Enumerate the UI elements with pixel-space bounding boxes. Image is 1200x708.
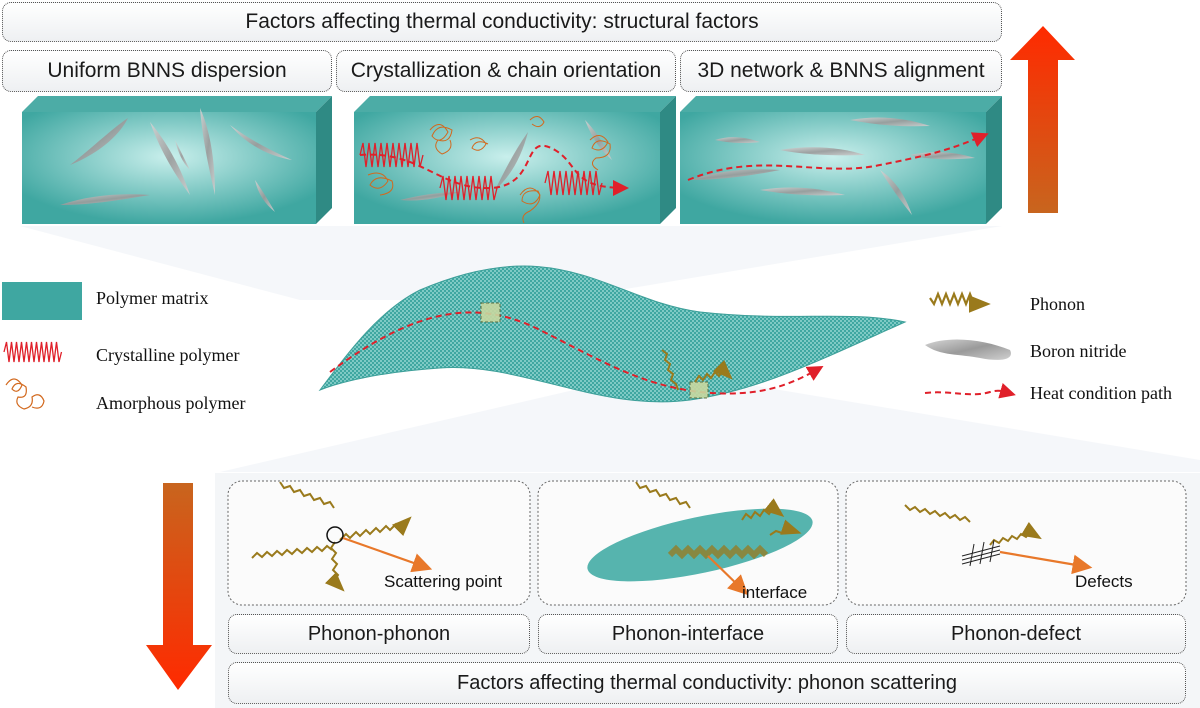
- panel-label-phonon-interface: Phonon-interface: [538, 614, 838, 654]
- amorphous-tangles: [367, 116, 611, 224]
- legend-heat-path: Heat condition path: [1030, 383, 1172, 403]
- legend-amorphous-symbol: [5, 378, 45, 410]
- increase-arrow: [1010, 26, 1075, 213]
- panel-label-phonon-defect: Phonon-defect: [846, 614, 1186, 654]
- legend-heat-path-symbol: [924, 383, 1016, 399]
- structural-factors-title-text: Factors affecting thermal conductivity: …: [245, 10, 759, 33]
- defect-hatch: [961, 539, 1001, 567]
- heat-path-network: [687, 132, 989, 181]
- panel-header-dispersion-text: Uniform BNNS dispersion: [47, 59, 287, 82]
- legend-crystalline-symbol: [3, 341, 63, 363]
- zoom-guide-top: [20, 226, 1002, 300]
- legend-boron-nitride: Boron nitride: [1030, 341, 1127, 361]
- legend-crystalline-polymer: Crystalline polymer: [96, 345, 240, 365]
- panel-label-phonon-phonon: Phonon-phonon: [228, 614, 530, 654]
- zoom-marker-upper: [480, 302, 501, 323]
- defect-arrow: [999, 550, 1093, 575]
- panel-header-network-text: 3D network & BNNS alignment: [697, 59, 985, 82]
- crystalline-chain-3: [544, 170, 603, 196]
- box-network: [680, 96, 1002, 224]
- phonon-scattering-title-text: Factors affecting thermal conductivity: …: [457, 671, 957, 694]
- panel-label-phonon-interface-text: Phonon-interface: [611, 622, 765, 645]
- legend-amorphous-polymer: Amorphous polymer: [96, 393, 246, 413]
- legend-phonon-symbol: [929, 291, 991, 313]
- zoom-guide-bottom: [220, 370, 1200, 472]
- panel-header-crystallization-text: Crystallization & chain orientation: [350, 59, 662, 82]
- legend-boron-nitride-symbol: [925, 339, 1011, 360]
- box-dispersion: [22, 96, 332, 224]
- decrease-arrow: [146, 483, 212, 690]
- legend-matrix-swatch: [2, 282, 82, 320]
- interface-arrow: [707, 555, 749, 596]
- annotation-scattering-point: Scattering point: [384, 572, 503, 591]
- scattering-point-circle: [326, 526, 344, 544]
- polymer-sheet: [318, 265, 907, 403]
- panel-header-dispersion: Uniform BNNS dispersion: [2, 50, 332, 92]
- panel-header-network: 3D network & BNNS alignment: [680, 50, 1002, 92]
- phonon-scattering-title: Factors affecting thermal conductivity: …: [228, 662, 1186, 704]
- panel-phonon-defect: [845, 480, 1187, 606]
- bn-flakes-random: [60, 108, 292, 212]
- phonon-defect-illustration: [904, 504, 1042, 546]
- scattering-arrow: [342, 536, 433, 573]
- legend-phonon: Phonon: [1030, 294, 1086, 314]
- heat-path-crystal: [359, 144, 629, 196]
- heat-path-sheet: [329, 311, 824, 395]
- bn-flakes-aligned: [690, 117, 975, 215]
- phonon-phonon-illustration: [251, 481, 412, 592]
- annotation-interface: interface: [742, 583, 808, 602]
- panel-label-phonon-defect-text: Phonon-defect: [950, 622, 1082, 645]
- box-crystallization: [354, 96, 676, 224]
- panel-label-phonon-phonon-text: Phonon-phonon: [307, 622, 451, 645]
- legend-polymer-matrix: Polymer matrix: [96, 288, 209, 308]
- annotation-defects: Defects: [1075, 572, 1133, 591]
- sheet-phonons: [661, 349, 733, 391]
- panel-phonon-phonon: [227, 480, 531, 606]
- zoom-marker-lower: [689, 381, 709, 399]
- structural-factors-title: Factors affecting thermal conductivity: …: [2, 2, 1002, 42]
- phonon-interface-illustration: [635, 481, 802, 560]
- panel-header-crystallization: Crystallization & chain orientation: [336, 50, 676, 92]
